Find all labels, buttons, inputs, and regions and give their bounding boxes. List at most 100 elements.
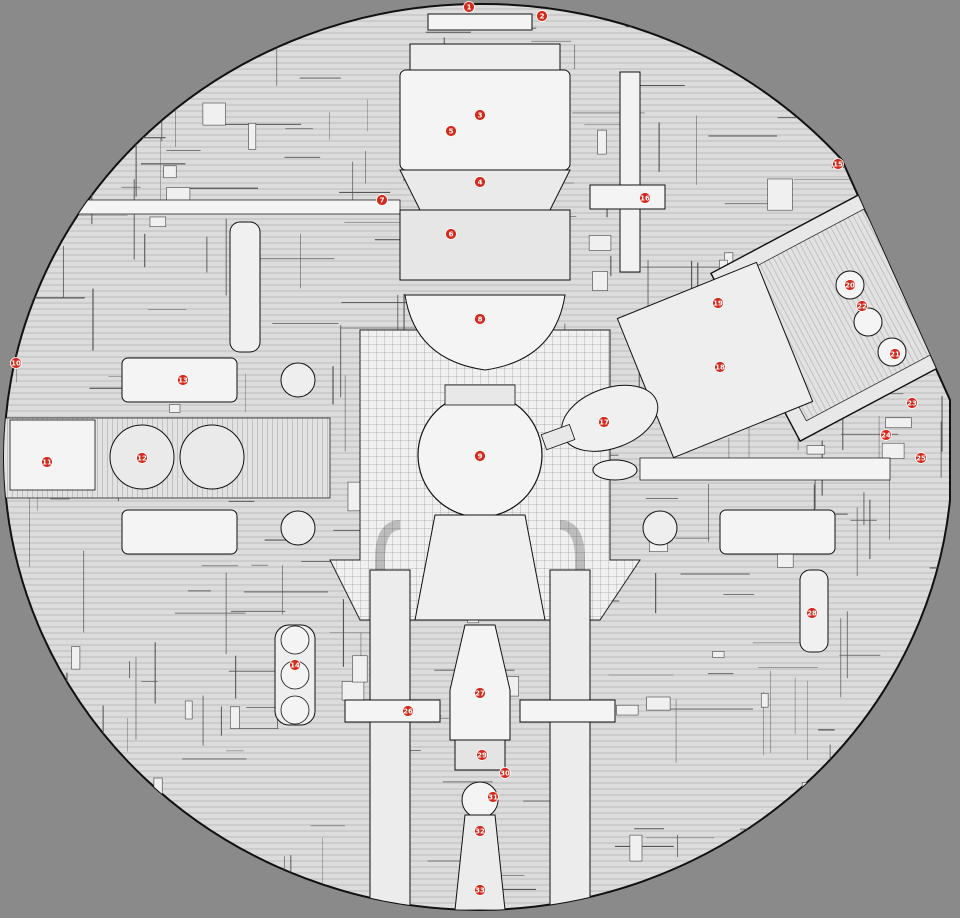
callout-dot	[856, 300, 868, 312]
hull-panel	[853, 92, 861, 119]
angled-pod	[540, 384, 659, 452]
callout-marker: 6	[445, 228, 457, 240]
lower-funnel	[414, 514, 546, 621]
callout-dot	[487, 791, 499, 803]
callout-marker: 16	[639, 192, 651, 204]
callout-marker: 33	[474, 884, 486, 896]
right-pipe	[559, 520, 585, 620]
hull-panel	[629, 834, 643, 862]
callout-number: 31	[488, 793, 498, 801]
callout-dot	[639, 192, 651, 204]
hull-panel	[914, 65, 938, 86]
callout-marker: 23	[906, 397, 918, 409]
callout-dot	[445, 228, 457, 240]
callout-number: 19	[713, 299, 723, 307]
callout-dot	[177, 374, 189, 386]
callout-marker: 15	[832, 158, 844, 170]
upper-cone	[399, 169, 571, 211]
internal-structures	[4, 13, 950, 911]
callout-dot	[536, 10, 548, 22]
callout-marker: 28	[806, 607, 818, 619]
callout-dot	[474, 109, 486, 121]
callout-dot	[474, 884, 486, 896]
hull-panel	[352, 655, 368, 683]
stack-sphere-3	[280, 695, 310, 725]
left-lower-column	[369, 569, 411, 911]
upper-corridor	[59, 199, 401, 215]
hull-panel	[149, 216, 167, 228]
callout-dot	[289, 659, 301, 671]
callout-dot	[463, 1, 475, 13]
callout-dot	[915, 452, 927, 464]
callout-dot	[806, 607, 818, 619]
callout-marker: 3	[474, 109, 486, 121]
callout-dot	[844, 279, 856, 291]
hull-panel	[341, 681, 365, 701]
callout-marker: 4	[474, 176, 486, 188]
top-plate	[427, 13, 533, 31]
hull-panel	[767, 178, 793, 211]
hangar-machinery	[616, 261, 814, 459]
callout-marker: 26	[402, 705, 414, 717]
hangar-wheel-2	[853, 307, 883, 337]
hull-panel	[184, 700, 193, 720]
callout-dot	[880, 429, 892, 441]
hull-panel	[163, 165, 177, 179]
callout-marker: 18	[714, 361, 726, 373]
callout-number: 10	[11, 359, 21, 367]
callout-layer: 1234567899101112131415161718192021222324…	[10, 1, 927, 896]
callout-dot	[476, 749, 488, 761]
callout-marker: 11	[41, 456, 53, 468]
callout-marker: 22	[856, 300, 868, 312]
hull-panel	[169, 404, 181, 413]
callout-number: 33	[475, 886, 485, 894]
callout-marker: 1	[463, 1, 475, 13]
hull-panel	[885, 417, 912, 429]
mid-left-sphere-lower	[280, 510, 316, 546]
callout-dot	[598, 416, 610, 428]
callout-dot	[712, 297, 724, 309]
hull-panel	[71, 646, 81, 670]
mid-right-sphere-lower	[642, 510, 678, 546]
callout-marker: 29	[476, 749, 488, 761]
callout-marker: 13	[177, 374, 189, 386]
callout-marker: 31	[487, 791, 499, 803]
hull-panel	[597, 129, 607, 155]
pod-neck	[540, 423, 576, 451]
callout-number: 32	[475, 827, 485, 835]
callout-number: 5	[449, 127, 454, 135]
hull-panel	[845, 63, 859, 76]
callout-number: 22	[857, 302, 867, 310]
callout-number: 23	[907, 399, 917, 407]
callout-marker: 17	[598, 416, 610, 428]
hull-panel	[881, 442, 905, 459]
callout-dot	[474, 687, 486, 699]
callout-dot	[906, 397, 918, 409]
left-lower-tank	[121, 509, 238, 555]
right-lower-column	[549, 569, 591, 911]
callout-number: 16	[640, 194, 650, 202]
callout-marker: 14	[289, 659, 301, 671]
machinery-deck	[399, 209, 571, 281]
hull-panel	[646, 696, 671, 711]
callout-dot	[889, 348, 901, 360]
callout-number: 8	[478, 315, 483, 323]
callout-dot	[474, 176, 486, 188]
hull-panel	[588, 235, 612, 251]
left-pipe	[375, 520, 401, 620]
callout-marker: 25	[915, 452, 927, 464]
callout-number: 30	[500, 769, 510, 777]
hull-panel	[760, 693, 769, 708]
callout-number: 25	[916, 454, 926, 462]
callout-number: 14	[290, 661, 300, 669]
callout-dot	[714, 361, 726, 373]
hull-panel	[592, 271, 608, 291]
upper-right-clamp	[589, 184, 666, 210]
callout-dot	[376, 194, 388, 206]
callout-marker: 30	[499, 767, 511, 779]
hull-panel	[616, 704, 639, 716]
callout-dot	[445, 125, 457, 137]
callout-marker: 2	[536, 10, 548, 22]
callout-marker: 9	[474, 450, 486, 462]
